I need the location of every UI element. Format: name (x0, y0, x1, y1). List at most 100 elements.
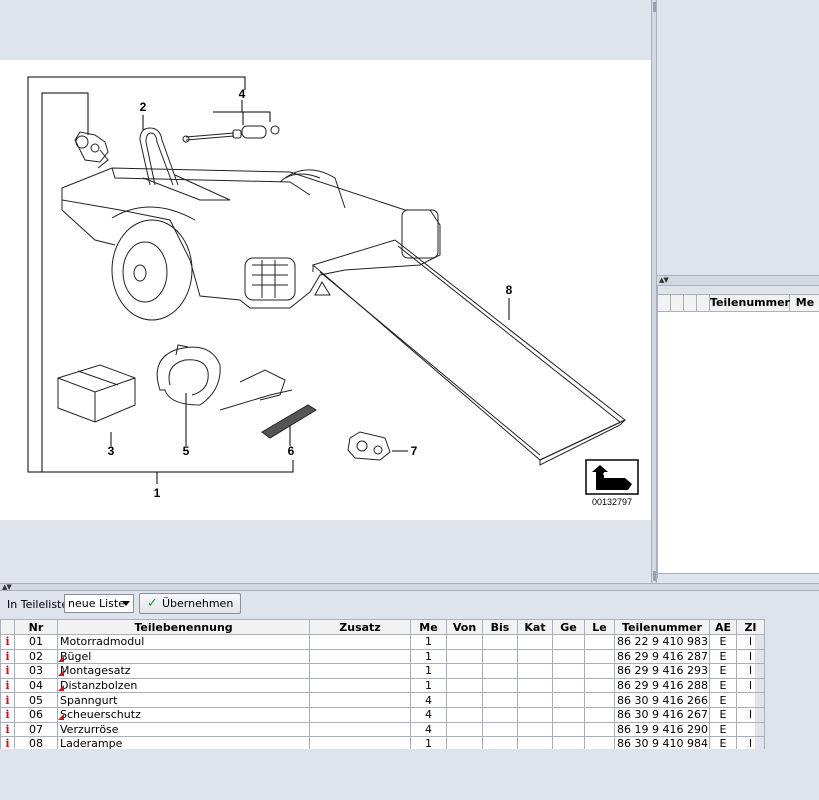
col-teilenummer[interactable]: Teilenummer (614, 619, 710, 635)
callout-3[interactable]: 3 (108, 444, 115, 458)
right-col-blank-3[interactable] (684, 295, 697, 311)
cell-von (446, 648, 483, 665)
cell-kat (517, 706, 553, 723)
cell-teilenummer: 86 22 9 410 983 (614, 634, 710, 650)
chevron-down-icon[interactable] (122, 601, 130, 606)
cell-bis (482, 706, 518, 723)
cell-zusatz (309, 692, 411, 708)
col-nr[interactable]: Nr (14, 619, 58, 635)
right-table-body (658, 312, 819, 574)
callout-8[interactable]: 8 (506, 283, 513, 297)
cell-le (584, 663, 615, 679)
info-icon[interactable]: i (0, 648, 15, 665)
cell-le (584, 721, 615, 738)
right-col-blank-2[interactable] (671, 295, 684, 311)
right-table-header: Teilenummer Me (658, 294, 819, 312)
col-info[interactable] (0, 619, 15, 635)
info-icon[interactable]: i (0, 677, 15, 694)
right-col-blank-4[interactable] (697, 295, 710, 311)
cell-teilenummer: 86 29 9 416 288 (614, 677, 710, 694)
col-me[interactable]: Me (410, 619, 447, 635)
part-name: Scheuerschutz (60, 708, 141, 722)
callout-2[interactable]: 2 (140, 100, 147, 114)
apply-button-label: Übernehmen (162, 597, 234, 610)
right-col-me[interactable]: Me (795, 296, 815, 309)
right-col-teilenummer[interactable]: Teilenummer (710, 295, 790, 311)
note-marker-icon (58, 713, 64, 720)
cell-me: 1 (410, 663, 447, 679)
part-name: Spanngurt (60, 693, 118, 707)
cell-zi: I (736, 648, 765, 665)
cell-zi: I (736, 663, 765, 679)
part-name: Bügel (60, 649, 92, 663)
cell-ge (552, 648, 585, 665)
col-zusatz[interactable]: Zusatz (309, 619, 411, 635)
cell-ae: E (709, 677, 737, 694)
cell-me: 1 (410, 634, 447, 650)
parts-table: Nr Teilebenennung Zusatz Me Von Bis Kat … (0, 619, 765, 752)
target-list-label: In Teileliste (7, 598, 69, 611)
cell-me: 4 (410, 706, 447, 723)
cell-teilenummer: 86 30 9 416 267 (614, 706, 710, 723)
info-icon[interactable]: i (0, 663, 15, 679)
cell-von (446, 634, 483, 650)
trailer-wheel (111, 219, 193, 321)
cell-teilenummer: 86 19 9 416 290 (614, 721, 710, 738)
info-icon[interactable]: i (0, 706, 15, 723)
cell-ge (552, 706, 585, 723)
target-list-select[interactable]: neue Liste (64, 594, 134, 613)
col-von[interactable]: Von (446, 619, 483, 635)
col-teilebenennung[interactable]: Teilebenennung (57, 619, 310, 635)
col-bis[interactable]: Bis (482, 619, 518, 635)
callout-1[interactable]: 1 (154, 486, 161, 500)
cell-teilebenennung: Laderampe (57, 736, 310, 752)
col-le[interactable]: Le (584, 619, 615, 635)
part-name: Distanzbolzen (60, 679, 138, 693)
info-icon[interactable]: i (0, 634, 15, 650)
part-name: Verzurröse (60, 722, 119, 736)
callout-bracket-1 (27, 76, 294, 473)
callout-6[interactable]: 6 (288, 444, 295, 458)
col-ge[interactable]: Ge (552, 619, 585, 635)
horizontal-splitter[interactable]: ▲▼ (0, 583, 819, 591)
right-splitter[interactable]: ▲▼ (657, 276, 819, 286)
cell-teilebenennung: Scheuerschutz (57, 706, 310, 723)
callout-4[interactable]: 4 (239, 87, 246, 101)
hsplit-arrows-icon[interactable]: ▲▼ (2, 583, 12, 591)
vertical-splitter[interactable] (651, 0, 657, 583)
apply-button[interactable]: ✓ Übernehmen (139, 593, 241, 614)
cell-ae: E (709, 692, 737, 708)
cell-bis (482, 634, 518, 650)
cell-ae: E (709, 706, 737, 723)
info-icon[interactable]: i (0, 692, 15, 708)
cell-nr: 06 (14, 706, 58, 723)
callout-7[interactable]: 7 (411, 444, 418, 458)
cell-bis (482, 692, 518, 708)
cell-nr: 05 (14, 692, 58, 708)
callout-5[interactable]: 5 (183, 444, 190, 458)
cell-kat (517, 677, 553, 694)
col-kat[interactable]: Kat (517, 619, 553, 635)
cell-bis (482, 648, 518, 665)
cell-von (446, 692, 483, 708)
splitter-arrows-icon[interactable]: ▲▼ (659, 276, 669, 284)
info-icon[interactable]: i (0, 721, 15, 738)
cell-zusatz (309, 721, 411, 738)
cell-teilenummer: 86 30 9 416 266 (614, 692, 710, 708)
col-zi[interactable]: ZI (736, 619, 765, 635)
col-ae[interactable]: AE (709, 619, 737, 635)
empty-area (0, 749, 819, 800)
parts-diagram[interactable]: 1 2 3 4 5 6 7 8 00132797 (0, 60, 651, 520)
cell-nr: 01 (14, 634, 58, 650)
cell-me: 4 (410, 721, 447, 738)
cell-me: 1 (410, 648, 447, 665)
right-col-blank-1[interactable] (658, 295, 671, 311)
part-name: Montagesatz (60, 664, 131, 678)
